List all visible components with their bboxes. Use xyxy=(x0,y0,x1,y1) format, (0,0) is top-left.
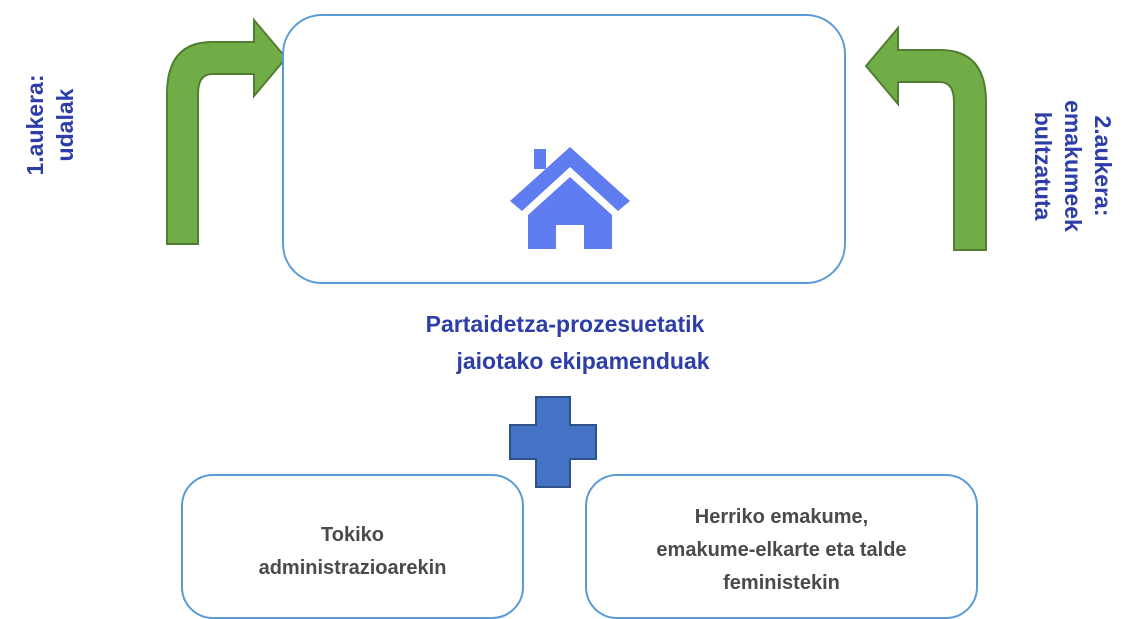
option-1-label: 1.aukera: udalak xyxy=(20,25,80,225)
box-left-line-1: Tokiko xyxy=(321,523,384,546)
curved-arrow-left-icon xyxy=(166,17,288,245)
main-caption: Partaidetza-prozesuetatik jaiotako ekipa… xyxy=(300,306,830,380)
box-right-line-3: feministekin xyxy=(723,572,840,594)
option-1-line-1: 1.aukera: xyxy=(22,74,48,176)
option-2-line-1: 2.aukera: xyxy=(1090,115,1116,217)
option-2-line-2: emakumeek xyxy=(1060,100,1086,232)
option-2-label: 2.aukera: emakumeek bultzatuta xyxy=(1022,76,1118,256)
local-administration-box: Tokiko administrazioarekin xyxy=(181,474,524,619)
plus-icon xyxy=(509,396,597,488)
box-left-line-2: administrazioarekin xyxy=(258,556,447,579)
house-icon xyxy=(510,147,630,249)
option-2-line-3: bultzatuta xyxy=(1030,111,1056,221)
box-right-line-2: emakume-elkarte eta talde xyxy=(656,539,907,561)
main-equipment-box xyxy=(282,14,846,284)
option-1-line-2: udalak xyxy=(52,88,78,162)
caption-line-2: jaiotako ekipamenduak xyxy=(456,348,710,374)
women-groups-box: Herriko emakume, emakume-elkarte eta tal… xyxy=(585,474,978,619)
curved-arrow-right-icon xyxy=(864,25,987,251)
box-right-line-1: Herriko emakume, xyxy=(694,506,869,528)
caption-line-1: Partaidetza-prozesuetatik xyxy=(425,311,705,337)
